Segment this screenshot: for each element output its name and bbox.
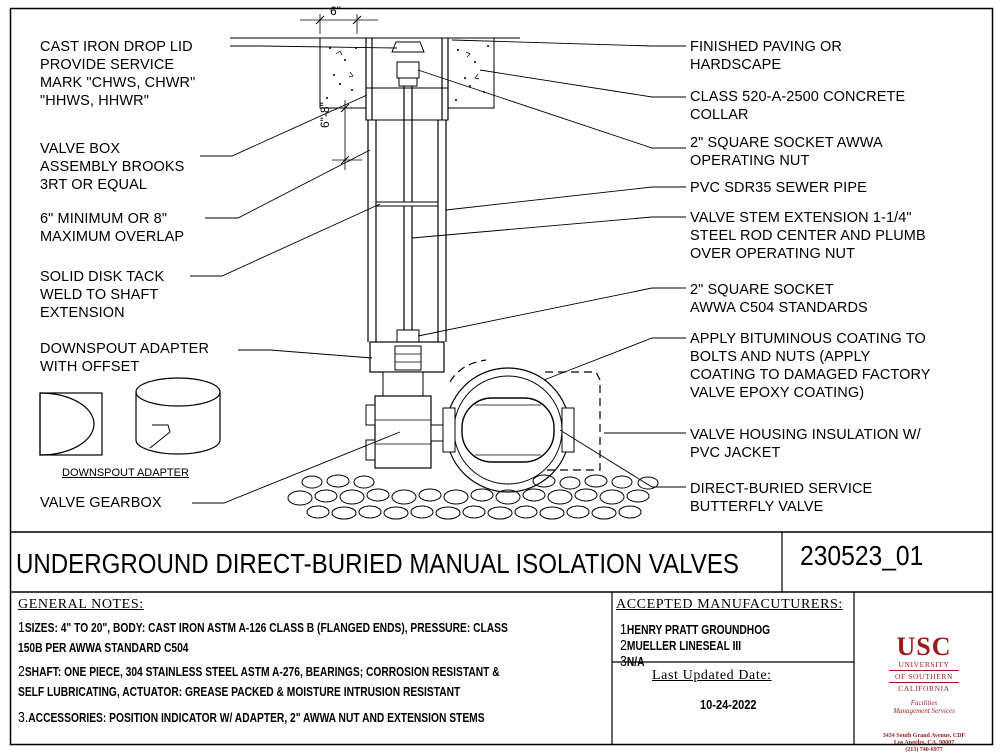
last-updated-date: 10-24-2022 [700, 697, 757, 712]
label-downspout: DOWNSPOUT ADAPTER WITH OFFSET [40, 341, 210, 375]
label-butterfly-valve: DIRECT-BURIED SERVICE BUTTERFLY VALVE [690, 481, 873, 515]
manufacturers-header: ACCEPTED MANUFACUTURERS: [616, 597, 843, 612]
label-gearbox: VALVE GEARBOX [40, 495, 162, 511]
note-2: 2SHAFT: ONE PIECE, 304 STAINLESS STEEL A… [18, 663, 500, 699]
downspout-caption: DOWNSPOUT ADAPTER [62, 467, 189, 479]
manufacturer-1: 1HENRY PRATT GROUNDHOG [620, 621, 771, 638]
label-insulation: VALVE HOUSING INSULATION W/ PVC JACKET [690, 427, 921, 461]
label-coating: APPLY BITUMINOUS COATING TO BOLTS AND NU… [690, 331, 931, 401]
note-3: 3.ACCESSORIES: POSITION INDICATOR W/ ADA… [18, 709, 485, 726]
last-updated-header: Last Updated Date: [652, 668, 772, 683]
manufacturer-2: 2MUELLER LINESEAL III [620, 637, 742, 654]
general-notes-header: GENERAL NOTES: [18, 597, 144, 612]
label-operating-nut: 2" SQUARE SOCKET AWWA OPERATING NUT [690, 135, 883, 169]
sheet-number: 230523_01 [800, 540, 924, 571]
label-paving: FINISHED PAVING OR HARDSCAPE [690, 39, 842, 73]
usc-logo: USC UNIVERSITY OF SOUTHERN CALIFORNIA Fa… [882, 632, 966, 754]
dimension-top: 6" [330, 4, 341, 18]
sheet-border [9, 7, 994, 746]
label-stem-extension: VALVE STEM EXTENSION 1-1/4" STEEL ROD CE… [690, 210, 926, 262]
dimension-side: 6"-8" [318, 102, 332, 128]
note-1: 1SIZES: 4" TO 20", BODY: CAST IRON ASTM … [18, 619, 508, 655]
label-square-socket: 2" SQUARE SOCKET AWWA C504 STANDARDS [690, 282, 868, 316]
label-pvc-pipe: PVC SDR35 SEWER PIPE [690, 180, 867, 196]
label-collar: CLASS 520-A-2500 CONCRETE COLLAR [690, 89, 906, 123]
label-drop-lid: CAST IRON DROP LID PROVIDE SERVICE MARK … [40, 39, 196, 109]
label-valve-box: VALVE BOX ASSEMBLY BROOKS 3RT OR EQUAL [40, 141, 185, 193]
label-solid-disk: SOLID DISK TACK WELD TO SHAFT EXTENSION [40, 269, 165, 321]
gravel-bed [287, 474, 659, 520]
manufacturer-3: 3N/A [620, 653, 645, 670]
label-overlap: 6" MINIMUM OR 8" MAXIMUM OVERLAP [40, 211, 185, 245]
drawing-title: UNDERGROUND DIRECT-BURIED MANUAL ISOLATI… [16, 548, 739, 579]
leader-lines [190, 39, 686, 504]
